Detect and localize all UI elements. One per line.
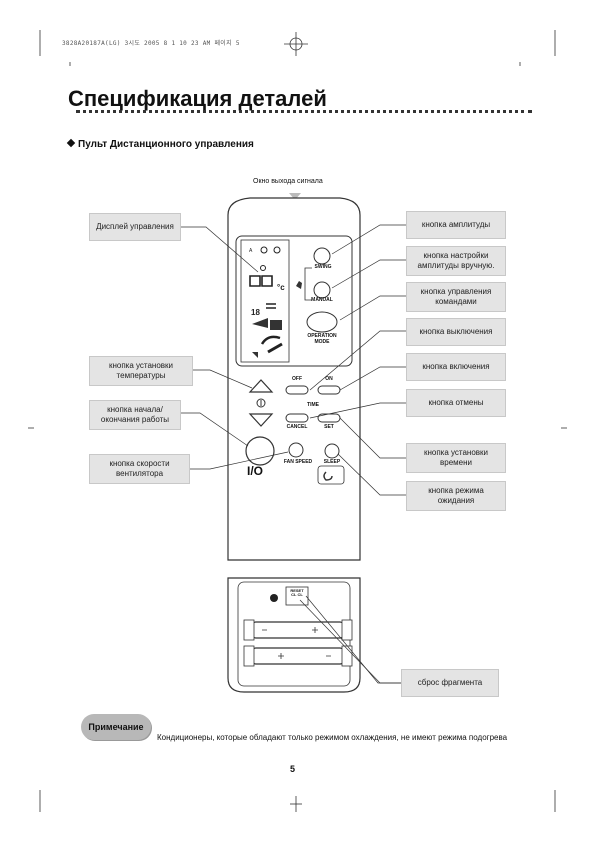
moon-icon (323, 471, 333, 481)
crop-marks (28, 30, 567, 812)
signal-window-label: Окно выхода сигнала (253, 178, 323, 185)
rc-label-set: SET (324, 424, 334, 430)
callout-set-time: кнопка установки времени (406, 443, 506, 473)
remote-battery-view (227, 577, 361, 693)
temp-icon (256, 398, 266, 408)
svg-text:°c: °c (277, 283, 285, 292)
svg-text:A: A (249, 248, 253, 254)
leader-lines (181, 224, 406, 684)
rc-label-operation-mode: OPERATION MODE (307, 333, 337, 345)
rc-label-sleep: SLEEP (323, 459, 341, 465)
callout-reset: сброс фрагмента (401, 669, 499, 697)
callout-operation: кнопка управления командами (406, 282, 506, 312)
rc-label-swing: SWING (314, 264, 332, 270)
registration-mark-top (284, 32, 308, 56)
hand-icon (296, 281, 302, 289)
note-text: Кондиционеры, которые обладают только ре… (157, 733, 508, 742)
callout-manual: кнопка настройки амплитуды вручную. (406, 246, 506, 276)
registration-mark-bottom (290, 796, 302, 812)
callout-set-temp: кнопка установки температуры (89, 356, 193, 386)
section-title-text: Пульт Дистанционного управления (78, 139, 254, 150)
page-number: 5 (290, 764, 296, 774)
remote-control: A °c 18 (227, 197, 361, 561)
rc-label-cancel: CANCEL (286, 424, 308, 430)
temp-down-button[interactable] (248, 413, 274, 427)
callout-off: кнопка выключения (406, 318, 506, 346)
callout-fan-speed: кнопка скорости вентилятора (89, 454, 190, 484)
title-divider (76, 110, 532, 113)
callout-display: Дисплей управления (89, 213, 181, 241)
callout-start-stop: кнопка начала/ окончания работы (89, 400, 181, 430)
rc-label-time: TIME (307, 402, 319, 408)
temp-up-button[interactable] (248, 379, 274, 393)
rc-label-fan-speed: FAN SPEED (283, 459, 313, 465)
callout-swing: кнопка амплитуды (406, 211, 506, 239)
rc-label-manual: MANUAL (311, 297, 333, 303)
diamond-bullet-icon (66, 138, 76, 148)
rc-label-off: OFF (292, 376, 302, 382)
rc-label-on: ON (325, 376, 333, 382)
rc-label-power: I/O (247, 464, 264, 478)
svg-text:18: 18 (251, 308, 260, 317)
rc-label-reset: RESET CL CL (290, 588, 304, 598)
callout-sleep-mode: кнопка режима ожидания (406, 481, 506, 511)
page-title: Спецификация деталей (68, 86, 327, 111)
callout-on: кнопка включения (406, 353, 506, 381)
print-header-code: 3828A20187A(LG) 3시도 2005 8 1 10 23 AM 페이… (62, 40, 240, 47)
signal-arrow-icon (289, 193, 301, 200)
section-title: Пульт Дистанционного управления (66, 138, 254, 150)
callout-cancel: кнопка отмены (406, 389, 506, 417)
note-badge: Примечание (81, 714, 151, 740)
